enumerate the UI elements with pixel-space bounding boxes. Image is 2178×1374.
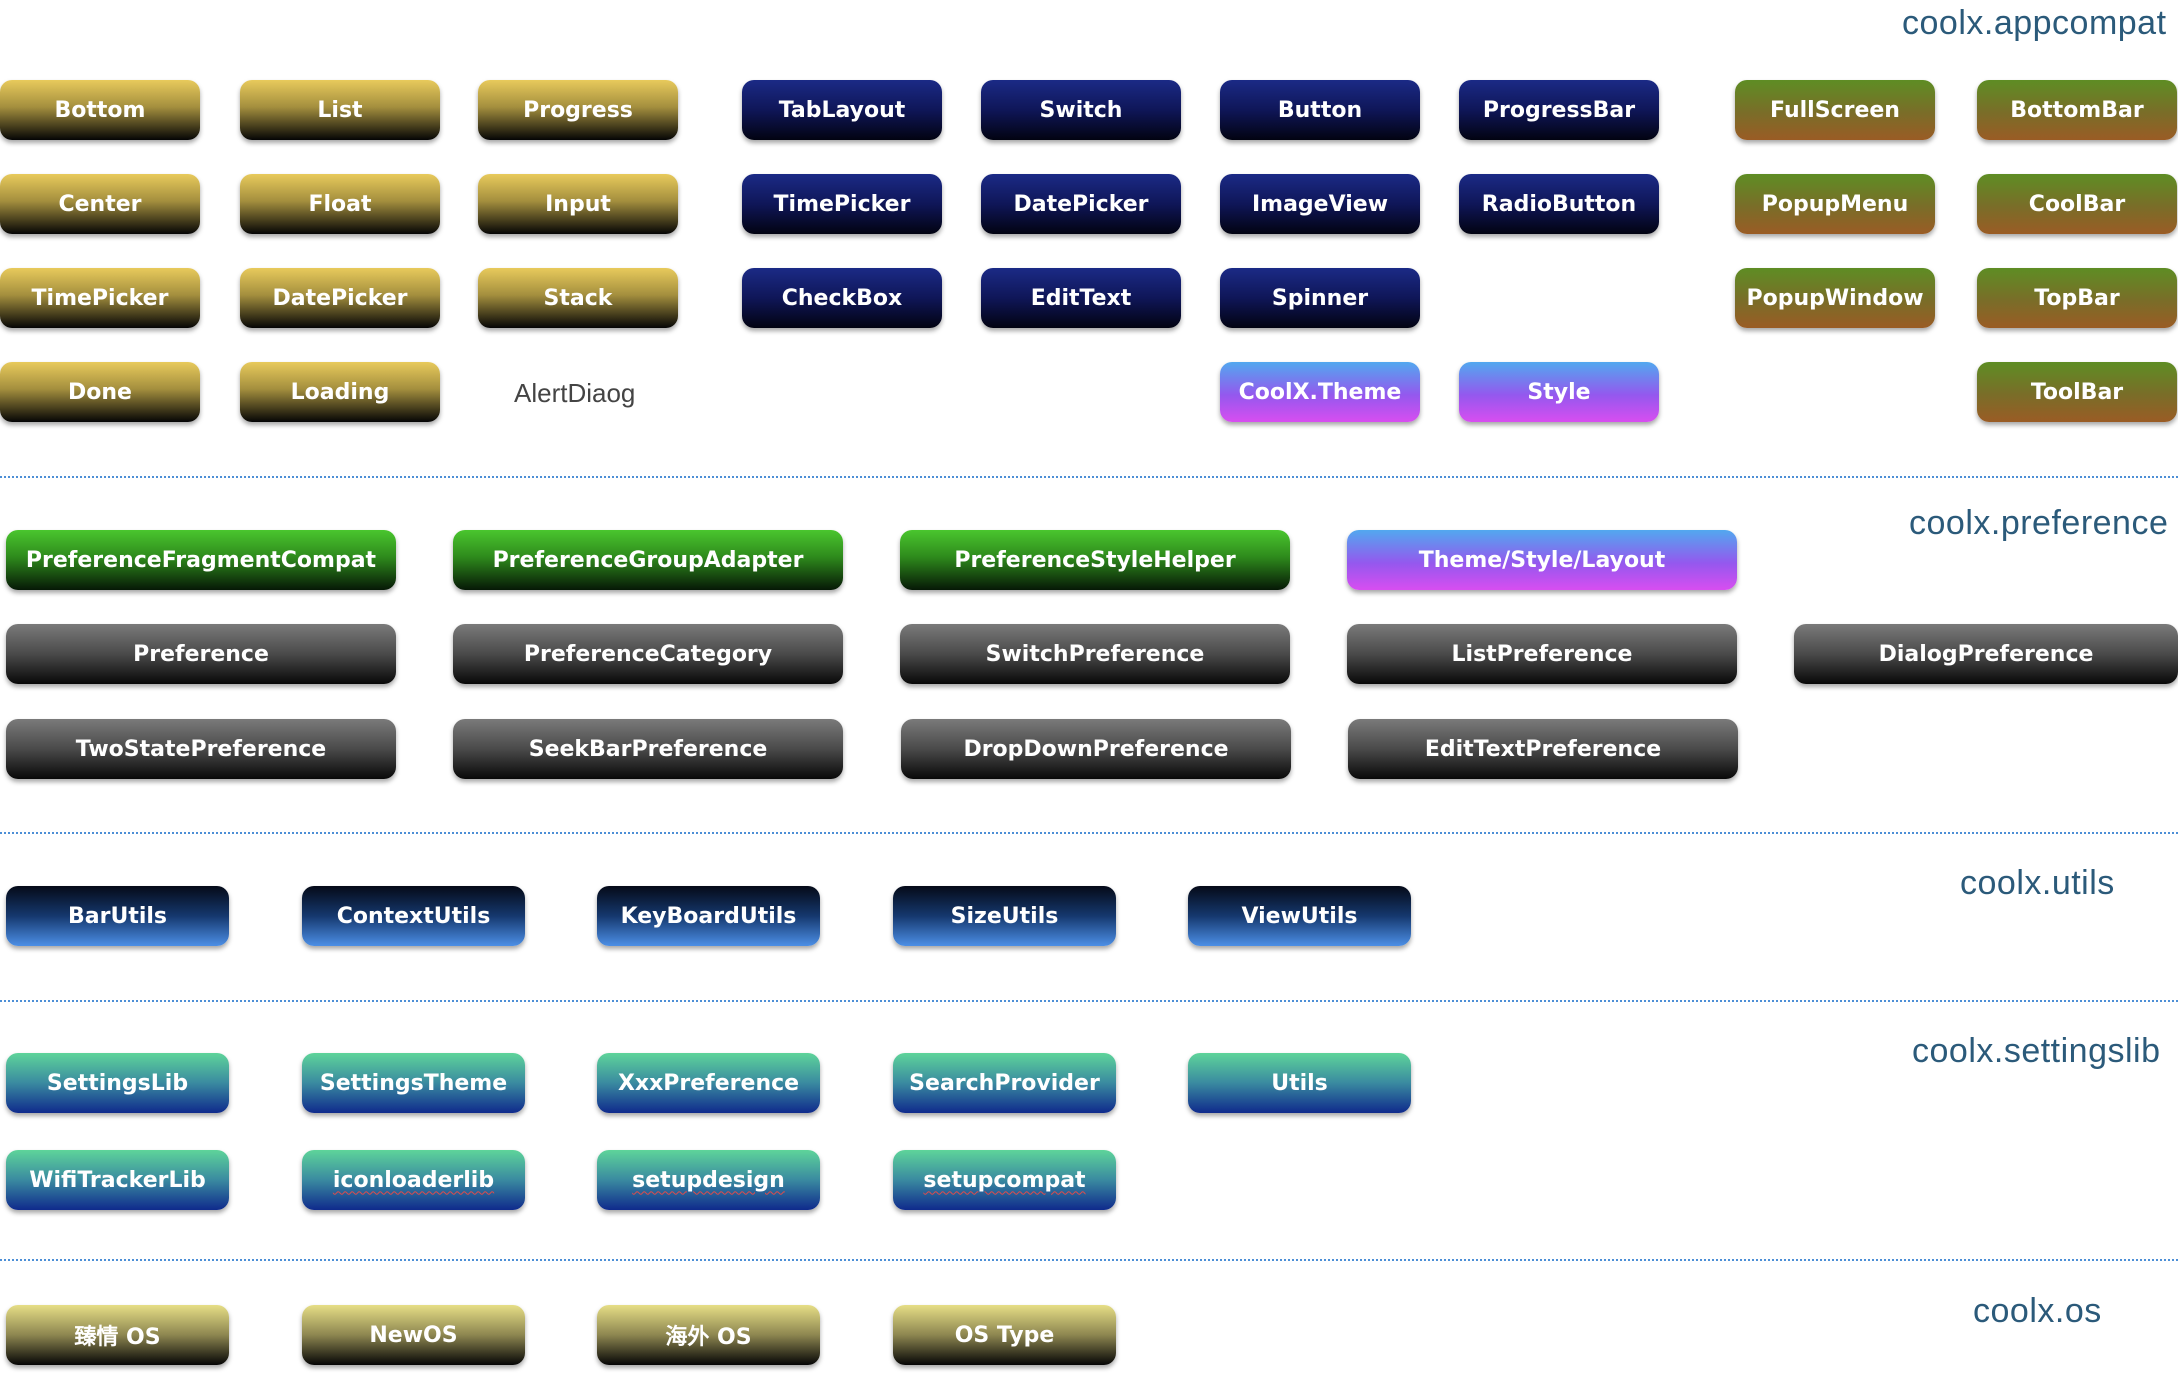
button-input[interactable]: Input <box>478 174 678 234</box>
button-style[interactable]: Style <box>1459 362 1659 422</box>
button-barutils[interactable]: BarUtils <box>6 886 229 946</box>
button-checkbox[interactable]: CheckBox <box>742 268 942 328</box>
button-coolbar[interactable]: CoolBar <box>1977 174 2177 234</box>
button-list-preference[interactable]: ListPreference <box>1347 624 1737 684</box>
section-divider <box>0 476 2178 478</box>
button-timepicker-navy[interactable]: TimePicker <box>742 174 942 234</box>
button-progress[interactable]: Progress <box>478 80 678 140</box>
button-stack[interactable]: Stack <box>478 268 678 328</box>
button-two-state-preference[interactable]: TwoStatePreference <box>6 719 396 779</box>
button-newos[interactable]: NewOS <box>302 1305 525 1365</box>
button-os-overseas[interactable]: 海外 OS <box>597 1305 820 1365</box>
button-coolx-theme[interactable]: CoolX.Theme <box>1220 362 1420 422</box>
section-divider <box>0 1259 2178 1261</box>
button-edittext[interactable]: EditText <box>981 268 1181 328</box>
button-imageview[interactable]: ImageView <box>1220 174 1420 234</box>
button-datepicker-gold[interactable]: DatePicker <box>240 268 440 328</box>
button-bottom[interactable]: Bottom <box>0 80 200 140</box>
button-dropdown-preference[interactable]: DropDownPreference <box>901 719 1291 779</box>
label-alertdiaog: AlertDiaog <box>514 378 636 408</box>
button-theme-style-layout[interactable]: Theme/Style/Layout <box>1347 530 1737 590</box>
section-divider <box>0 1000 2178 1002</box>
button-done[interactable]: Done <box>0 362 200 422</box>
button-wifitrackerlib[interactable]: WifiTrackerLib <box>6 1150 229 1210</box>
button-fullscreen[interactable]: FullScreen <box>1735 80 1935 140</box>
button-settingslib[interactable]: SettingsLib <box>6 1053 229 1113</box>
button-settingstheme[interactable]: SettingsTheme <box>302 1053 525 1113</box>
button-keyboardutils[interactable]: KeyBoardUtils <box>597 886 820 946</box>
button-radiobutton[interactable]: RadioButton <box>1459 174 1659 234</box>
section-title-os: coolx.os <box>1973 1292 2102 1330</box>
button-timepicker-gold[interactable]: TimePicker <box>0 268 200 328</box>
button-datepicker-navy[interactable]: DatePicker <box>981 174 1181 234</box>
button-searchprovider[interactable]: SearchProvider <box>893 1053 1116 1113</box>
button-popupmenu[interactable]: PopupMenu <box>1735 174 1935 234</box>
button-viewutils[interactable]: ViewUtils <box>1188 886 1411 946</box>
setupcompat-label: setupcompat <box>923 1167 1086 1193</box>
button-button[interactable]: Button <box>1220 80 1420 140</box>
button-contextutils[interactable]: ContextUtils <box>302 886 525 946</box>
button-bottombar[interactable]: BottomBar <box>1977 80 2177 140</box>
button-center[interactable]: Center <box>0 174 200 234</box>
button-edittext-preference[interactable]: EditTextPreference <box>1348 719 1738 779</box>
setupdesign-label: setupdesign <box>632 1167 785 1193</box>
button-seekbar-preference[interactable]: SeekBarPreference <box>453 719 843 779</box>
button-os-type[interactable]: OS Type <box>893 1305 1116 1365</box>
button-setupcompat[interactable]: setupcompat <box>893 1150 1116 1210</box>
button-preference-group-adapter[interactable]: PreferenceGroupAdapter <box>453 530 843 590</box>
button-setupdesign[interactable]: setupdesign <box>597 1150 820 1210</box>
section-divider <box>0 832 2178 834</box>
button-switch[interactable]: Switch <box>981 80 1181 140</box>
button-spinner[interactable]: Spinner <box>1220 268 1420 328</box>
button-dialog-preference[interactable]: DialogPreference <box>1794 624 2178 684</box>
button-topbar[interactable]: TopBar <box>1977 268 2177 328</box>
button-os-zhenqing[interactable]: 臻情 OS <box>6 1305 229 1365</box>
section-title-preference: coolx.preference <box>1909 504 2169 542</box>
button-list[interactable]: List <box>240 80 440 140</box>
section-title-utils: coolx.utils <box>1960 864 2115 902</box>
button-preference-style-helper[interactable]: PreferenceStyleHelper <box>900 530 1290 590</box>
button-toolbar[interactable]: ToolBar <box>1977 362 2177 422</box>
button-preference-fragment-compat[interactable]: PreferenceFragmentCompat <box>6 530 396 590</box>
button-tablayout[interactable]: TabLayout <box>742 80 942 140</box>
button-float[interactable]: Float <box>240 174 440 234</box>
button-sizeutils[interactable]: SizeUtils <box>893 886 1116 946</box>
button-utils[interactable]: Utils <box>1188 1053 1411 1113</box>
button-loading[interactable]: Loading <box>240 362 440 422</box>
section-title-settingslib: coolx.settingslib <box>1912 1032 2161 1070</box>
section-title-appcompat: coolx.appcompat <box>1902 4 2167 42</box>
button-switch-preference[interactable]: SwitchPreference <box>900 624 1290 684</box>
button-xxxpreference[interactable]: XxxPreference <box>597 1053 820 1113</box>
iconloaderlib-label: iconloaderlib <box>332 1167 495 1193</box>
button-popupwindow[interactable]: PopupWindow <box>1735 268 1935 328</box>
button-progressbar[interactable]: ProgressBar <box>1459 80 1659 140</box>
button-preference[interactable]: Preference <box>6 624 396 684</box>
button-preference-category[interactable]: PreferenceCategory <box>453 624 843 684</box>
button-iconloaderlib[interactable]: iconloaderlib <box>302 1150 525 1210</box>
